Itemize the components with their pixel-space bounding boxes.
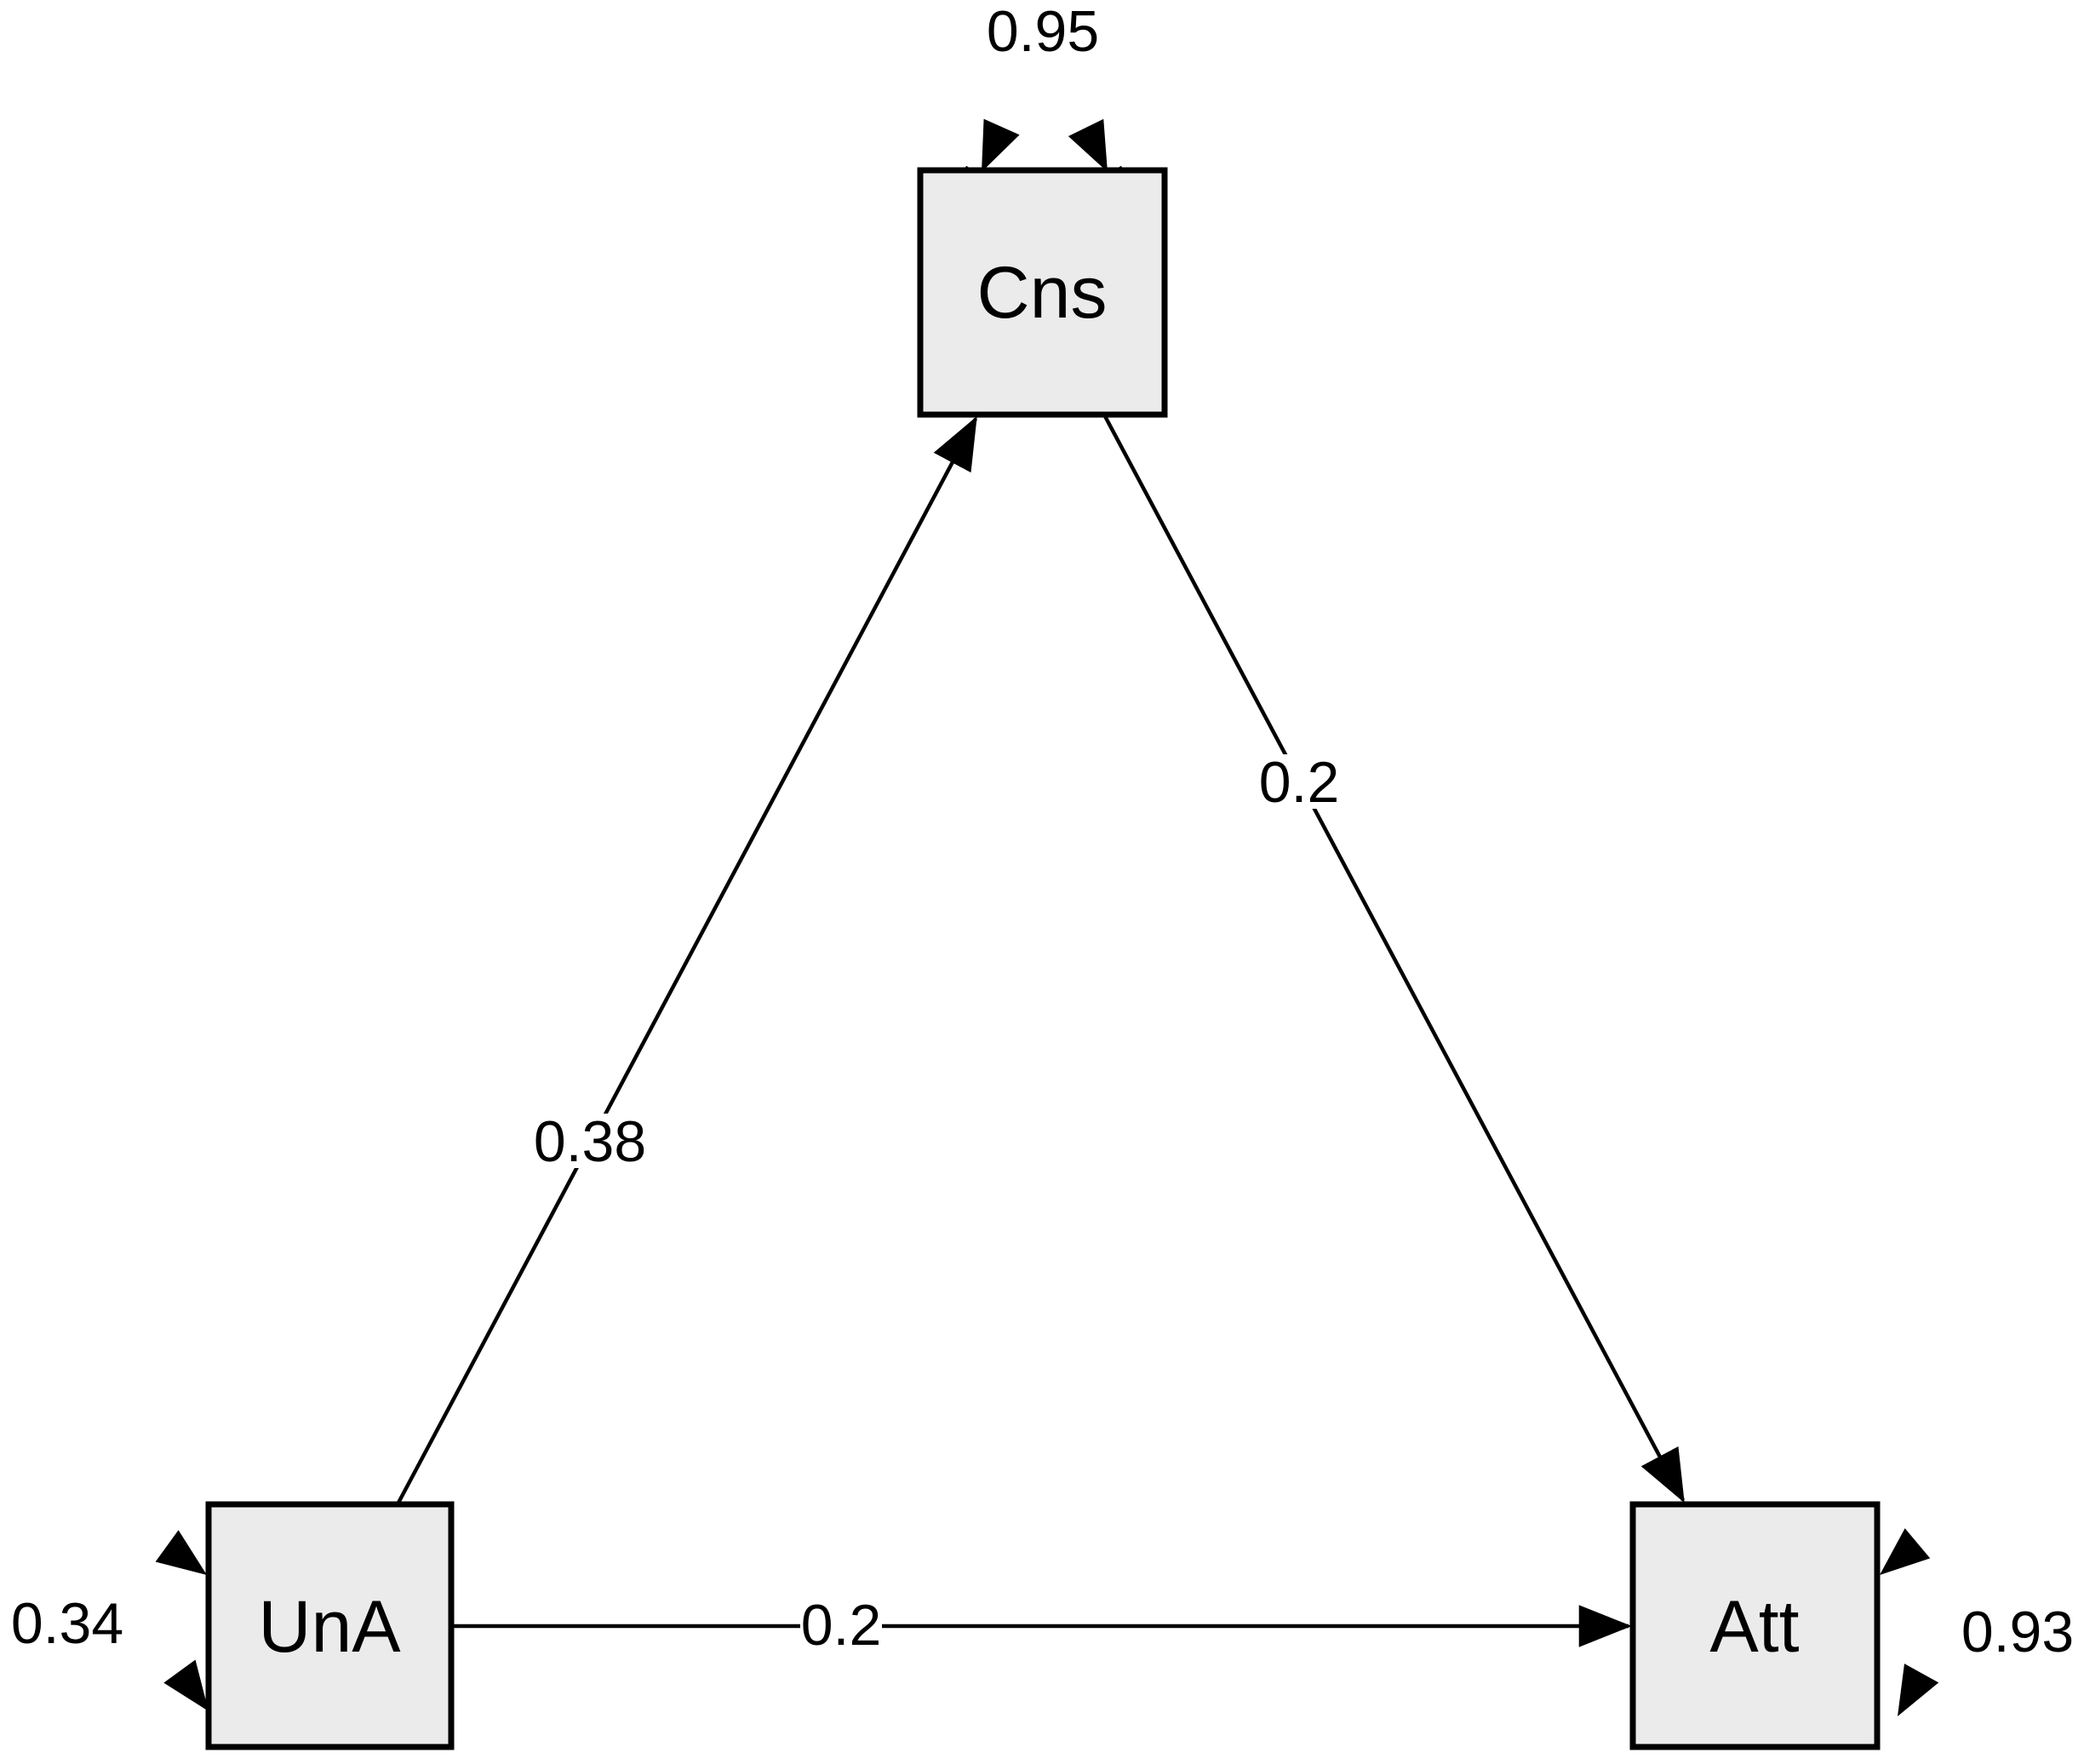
label-halo [986, 3, 1100, 58]
arrowhead-icon [1898, 1664, 1939, 1716]
edge-cns-att-line [1102, 413, 1685, 1503]
arrowhead-icon [982, 118, 1020, 172]
arrowhead-icon [1880, 1528, 1931, 1575]
arrowhead-icon [155, 1530, 207, 1575]
edge-label-una-att: 0.2 [800, 1593, 882, 1658]
edge-cns-att-value: 0.2 [1259, 750, 1340, 815]
node-cns-label: Cns [977, 252, 1108, 334]
loop-att-value: 0.93 [1961, 1600, 2074, 1664]
label-halo [1258, 754, 1340, 809]
edge-una-cns-value: 0.38 [534, 1109, 646, 1174]
node-cns: Cns [917, 167, 1168, 418]
label-halo [800, 1597, 882, 1652]
edge-label-cns-att: 0.2 [1258, 750, 1340, 815]
label-halo [533, 1114, 647, 1168]
edge-label-una-variance: 0.34 [10, 1591, 124, 1656]
label-halo [10, 1595, 124, 1650]
node-att-label: Att [1709, 1586, 1799, 1668]
node-una-box [205, 1501, 455, 1750]
node-cns-box [917, 167, 1168, 418]
edge-una-to-cns [396, 415, 977, 1506]
edge-label-cns-variance: 0.95 [986, 0, 1100, 64]
loop-cns-value: 0.95 [987, 0, 1099, 64]
label-halo [1961, 1604, 2075, 1658]
node-una-label: UnA [258, 1586, 401, 1668]
arrowhead-icon [163, 1659, 209, 1711]
node-una: UnA [205, 1501, 455, 1750]
edge-cns-to-att [1102, 413, 1685, 1503]
edge-una-att-value: 0.2 [801, 1593, 882, 1658]
node-att-box [1629, 1501, 1881, 1750]
edge-una-cns-line [396, 415, 977, 1506]
loop-una-value: 0.34 [11, 1591, 123, 1656]
arrowhead-icon [1068, 118, 1108, 172]
node-att: Att [1629, 1501, 1881, 1750]
edge-label-att-variance: 0.93 [1961, 1600, 2075, 1664]
edge-label-una-cns: 0.38 [533, 1109, 647, 1174]
